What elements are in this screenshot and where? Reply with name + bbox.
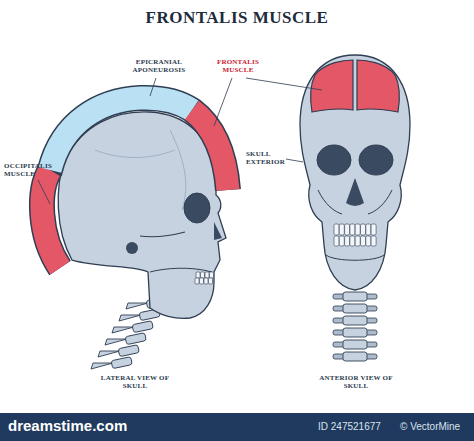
ear-canal: [126, 242, 138, 254]
orbit: [184, 193, 210, 223]
tooth: [195, 278, 199, 284]
tooth: [371, 236, 376, 246]
lateral-skull: [42, 98, 228, 319]
leader-line: [246, 78, 322, 90]
vertebra: [111, 357, 132, 369]
tooth: [350, 236, 355, 246]
tooth: [205, 272, 209, 278]
tooth: [339, 224, 344, 235]
vertebra: [118, 345, 139, 357]
watermark: ID 247521677: [318, 421, 394, 433]
tooth: [361, 236, 366, 246]
tooth: [201, 272, 205, 278]
vertebra: [132, 321, 153, 333]
vertebra: [343, 304, 367, 313]
orbit: [317, 145, 351, 175]
tooth: [196, 272, 200, 278]
cranium: [300, 55, 410, 290]
frontalis-muscle: [311, 60, 353, 112]
frontalis-muscle: [357, 60, 399, 112]
tooth: [345, 236, 350, 246]
tooth: [339, 236, 344, 246]
part-label: EPICRANIAL APONEUROSIS: [123, 58, 195, 74]
orbit: [359, 145, 393, 175]
vertebra: [343, 340, 367, 349]
spinous-process: [126, 303, 148, 309]
spinous-process: [105, 339, 127, 345]
tooth: [355, 224, 360, 235]
band-outline: [42, 98, 228, 268]
cheekbone: [318, 190, 392, 214]
vertebra: [343, 328, 367, 337]
jaw-line: [150, 268, 212, 272]
tooth: [334, 224, 339, 235]
tooth: [210, 272, 214, 278]
leader-line: [214, 78, 232, 126]
part-label: SKULL EXTERIOR: [246, 150, 286, 166]
tooth: [366, 236, 371, 246]
teeth: [334, 224, 376, 246]
nasal-cavity: [346, 178, 364, 206]
leader-lines: [38, 78, 322, 204]
footer-bar: [0, 413, 474, 441]
tooth: [204, 278, 208, 284]
teeth: [195, 272, 214, 284]
spinous-process: [119, 315, 141, 321]
vertebra: [343, 352, 367, 361]
tooth: [361, 224, 366, 235]
leader-line: [286, 159, 303, 162]
epicranial-aponeurosis: [50, 98, 192, 170]
tooth: [366, 224, 371, 235]
tooth: [200, 278, 204, 284]
view-caption: ANTERIOR VIEW OF SKULL: [318, 374, 394, 390]
leader-line: [38, 180, 50, 204]
diagram-title: FRONTALIS MUSCLE: [0, 8, 474, 28]
vertebra: [343, 316, 367, 325]
leader-line: [150, 78, 156, 96]
spinous-process: [98, 351, 120, 357]
vertebra: [343, 292, 367, 301]
part-label: OCCIPITALIS MUSCLE: [4, 162, 56, 178]
tooth: [355, 236, 360, 246]
spinous-process: [112, 327, 134, 333]
jaw-line: [326, 255, 384, 260]
frontalis-muscle: [192, 110, 228, 190]
spinous-process: [91, 363, 113, 369]
view-caption: LATERAL VIEW OF SKULL: [100, 374, 170, 390]
suture: [170, 130, 186, 210]
tooth: [350, 224, 355, 235]
occipitalis-muscle: [42, 170, 60, 268]
tooth: [334, 236, 339, 246]
watermark: © VectorMine: [400, 421, 470, 433]
nasal-cavity: [214, 222, 222, 240]
vertebra: [125, 333, 146, 345]
zygomatic-arch: [140, 232, 185, 237]
tooth: [345, 224, 350, 235]
tooth: [209, 278, 213, 284]
part-label: FRONTALIS MUSCLE: [212, 58, 264, 74]
suture: [95, 150, 175, 158]
cervical-spine: [333, 292, 377, 361]
anterior-skull: [300, 55, 410, 290]
watermark: dreamstime.com: [8, 417, 148, 434]
cranium: [58, 112, 226, 319]
tooth: [371, 224, 376, 235]
